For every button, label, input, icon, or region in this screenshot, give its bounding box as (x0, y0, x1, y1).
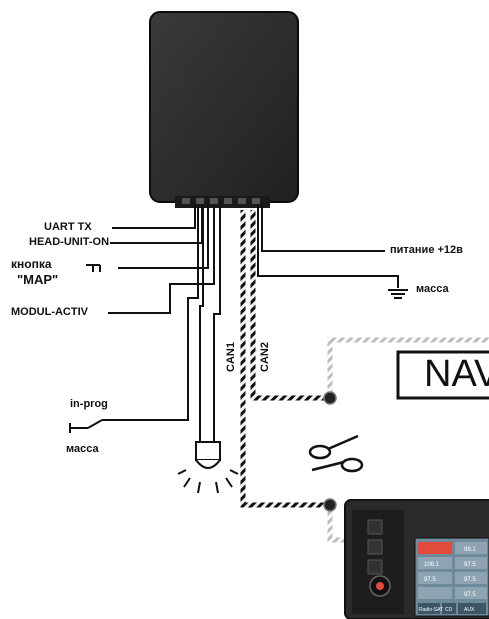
label-ground-top: масса (416, 283, 449, 295)
radio-cell-3-2: 97.5 (464, 577, 476, 583)
nav-label: NAV (424, 353, 489, 395)
radio-cell-3-1: 97.5 (424, 577, 436, 583)
label-power: питание +12в (390, 244, 463, 256)
label-in-prog: in-prog (70, 398, 108, 410)
label-can2: CAN2 (259, 342, 271, 372)
radio-tab-aux: AUX (464, 607, 475, 613)
switch-icon (69, 419, 103, 433)
radio-cell-4-2: 97.5 (464, 592, 476, 598)
connection-dots (323, 391, 337, 512)
power-ground-wires (257, 205, 399, 288)
label-head-unit-on: HEAD-UNIT-ON (29, 236, 110, 248)
led-bulb-icon (177, 441, 239, 494)
label-ground-bottom: масса (66, 443, 99, 455)
radio-cell-1-2: 98.1 (464, 547, 476, 553)
label-map-button-line2: "MAP" (17, 272, 59, 287)
radio-tab-cd: CD (445, 607, 453, 613)
vehicle-can-lines (327, 337, 489, 543)
label-uart-tx: UART TX (44, 221, 92, 233)
label-can1: CAN1 (225, 342, 237, 372)
radio-tab-radio-sat: Radio-SAT (419, 607, 443, 613)
push-button-icon (86, 264, 101, 272)
label-map-button-line1: кнопка (11, 257, 52, 271)
module-box-icon (149, 11, 299, 208)
scissors-icon (308, 434, 364, 473)
label-modul-activ: MODUL-ACTIV (11, 306, 88, 318)
can-twisted-pairs (240, 210, 328, 508)
radio-head-unit: 98.1 106.1 97.5 97.5 97.5 97.5 Radio-SAT… (344, 499, 489, 619)
nav-box (396, 350, 489, 400)
signal-wires (102, 205, 221, 442)
radio-cell-2-1: 106.1 (424, 562, 440, 568)
ground-symbol-icon (388, 289, 408, 299)
radio-cell-2-2: 97.5 (464, 562, 476, 568)
